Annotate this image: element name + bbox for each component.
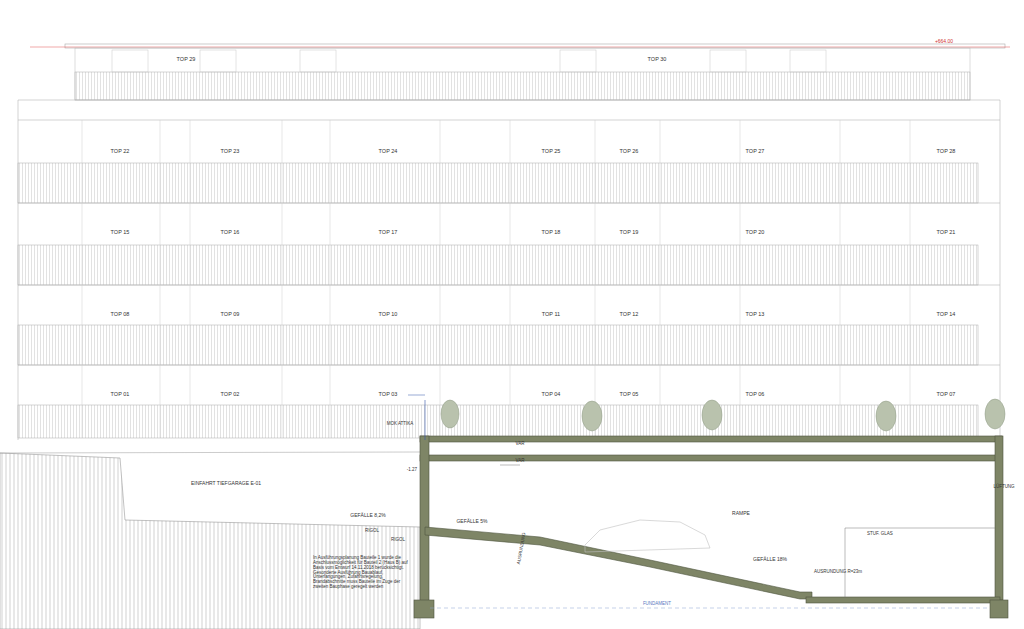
unit-label: TOP 25 [542,148,561,154]
material-label: STUF. GLAS [867,532,893,537]
unit-label: TOP 10 [379,311,398,317]
unit-label: TOP 16 [221,229,240,235]
unit-label: TOP 30 [648,56,667,62]
drain-label: RIGOL [365,529,379,534]
dimension-label: VAR [516,442,525,447]
unit-label: TOP 11 [542,311,560,317]
slope-label: GEFÄLLE 5% [456,519,487,525]
unit-label: TOP 12 [620,311,639,317]
slope-label: GEFÄLLE 8,2% [350,513,385,519]
unit-label: TOP 08 [111,311,130,317]
area-label: RAMPE [732,511,750,517]
area-label: EINFAHRT TIEFGARAGE E-01 [191,481,261,487]
unit-label: TOP 07 [937,391,956,397]
unit-label: TOP 21 [937,229,956,235]
ventilation-label: LÜFTUNG [993,485,1014,490]
unit-label: TOP 23 [221,148,240,154]
unit-label: TOP 09 [221,311,240,317]
dimension-label: VAR [516,459,525,464]
unit-label: TOP 29 [177,56,196,62]
foundation-label: FUNDAMENT [643,602,671,607]
note-text: In Ausführungsplanung Bauteile 1 wurde d… [313,556,413,591]
unit-label: TOP 28 [937,148,956,154]
unit-label: TOP 27 [746,148,765,154]
unit-label: TOP 06 [746,391,765,397]
elevation-level: +664.00 [935,39,953,45]
unit-label: TOP 04 [542,391,561,397]
unit-label: TOP 19 [620,229,639,235]
drain-label: RIGOL [391,538,405,543]
level-note: MOK ATTIKA [387,422,414,427]
unit-label: TOP 14 [937,311,956,317]
unit-label: TOP 01 [111,391,130,397]
level-label: -1.27 [407,468,417,473]
unit-label: TOP 15 [111,229,130,235]
unit-label: TOP 22 [111,148,130,154]
unit-label: TOP 13 [746,311,765,317]
unit-label: TOP 17 [379,229,398,235]
unit-label: TOP 20 [746,229,765,235]
unit-label: TOP 26 [620,148,639,154]
unit-label: TOP 03 [379,391,398,397]
unit-label: TOP 05 [620,391,639,397]
slope-label: GEFÄLLE 18% [753,557,787,563]
unit-label: TOP 18 [542,229,561,235]
unit-label: TOP 24 [379,148,398,154]
radius-label: AUSRUNDUNG R=23m [814,570,862,575]
unit-label: TOP 02 [221,391,240,397]
